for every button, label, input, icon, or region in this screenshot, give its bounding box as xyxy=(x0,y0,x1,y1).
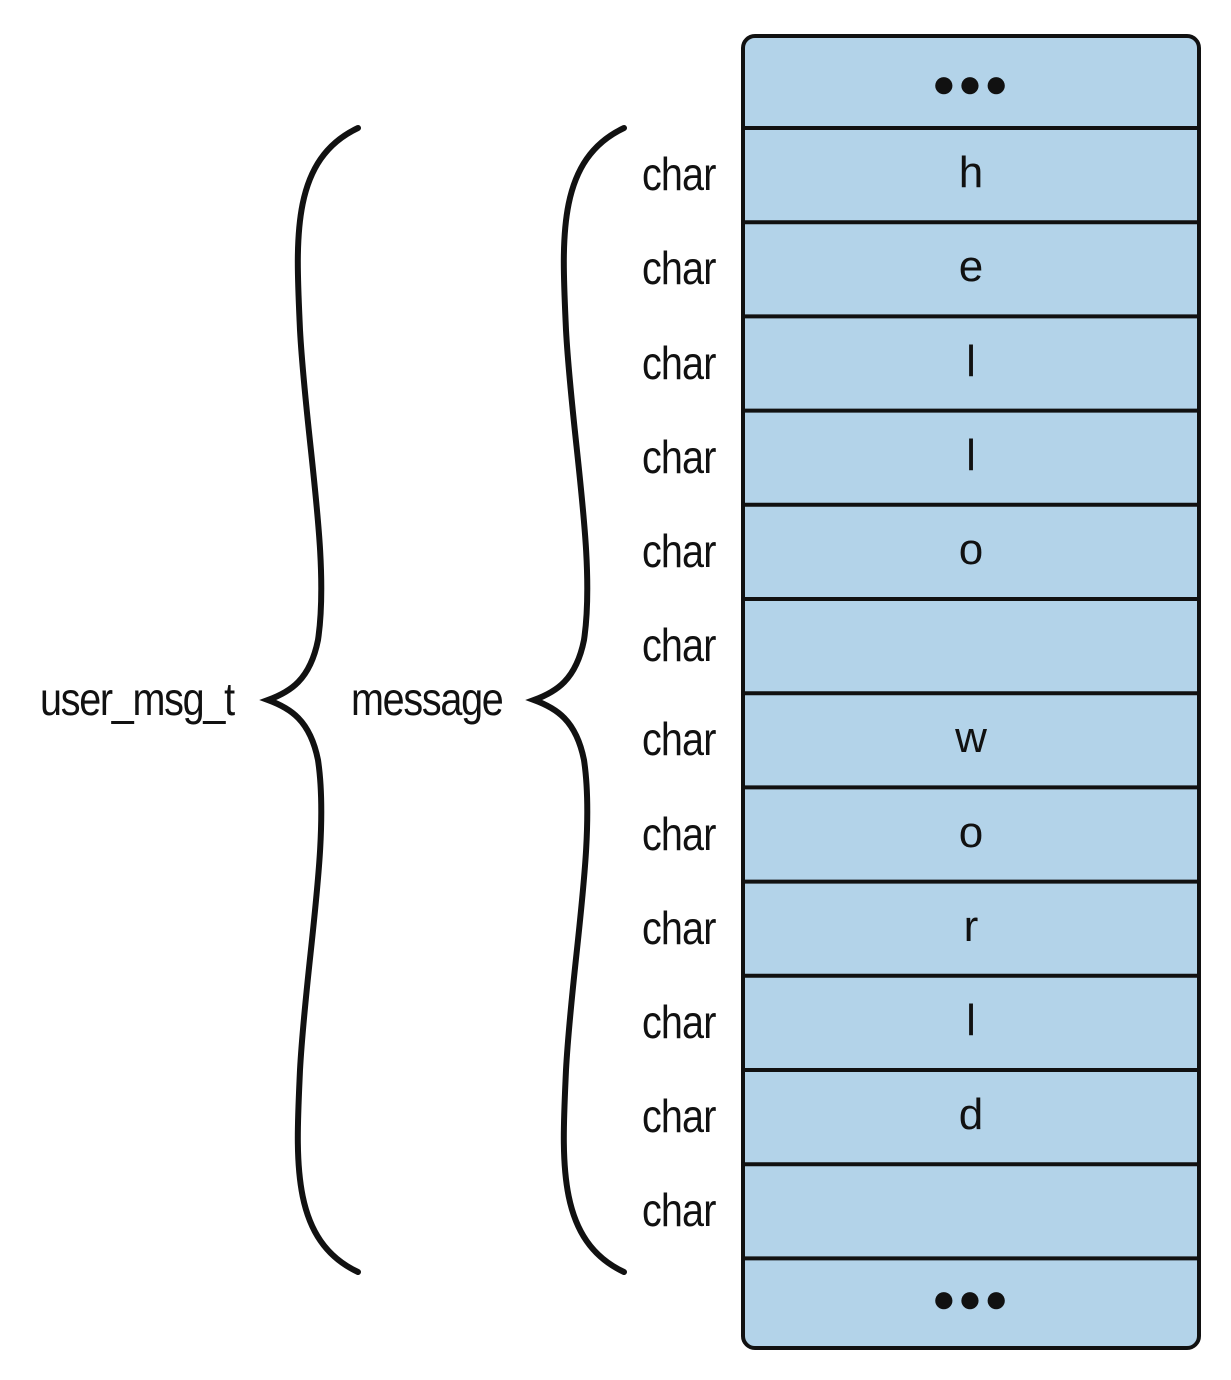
inner-curly-brace xyxy=(525,125,627,1275)
cell-type-label: char xyxy=(642,148,716,201)
bottom-ellipsis: ●●● xyxy=(931,1277,1011,1321)
user-msg-t-label: user_msg_t xyxy=(40,673,235,725)
cell-type-label: char xyxy=(642,336,716,389)
cell-type-label: char xyxy=(642,901,716,954)
row-dividers xyxy=(743,126,1199,1261)
cell-char-value: e xyxy=(958,242,984,292)
cell-type-label: char xyxy=(642,1090,716,1143)
cell-type-label: char xyxy=(642,995,716,1048)
cell-char-value: l xyxy=(966,430,976,480)
cell-type-label: char xyxy=(642,1184,716,1237)
cell-type-label: char xyxy=(642,713,716,766)
cell-type-label: char xyxy=(642,619,716,672)
cell-char-value: h xyxy=(958,148,984,198)
outer-curly-brace xyxy=(259,125,361,1275)
cell-char-value: l xyxy=(966,336,976,386)
cell-char-value: o xyxy=(958,524,984,574)
cell-char-value: r xyxy=(963,901,979,951)
cell-char-value: w xyxy=(955,713,987,763)
top-ellipsis: ●●● xyxy=(931,62,1011,106)
cell-type-label: char xyxy=(642,807,716,860)
cell-char-value: o xyxy=(958,807,984,857)
cell-char-value: d xyxy=(958,1090,984,1140)
message-label: message xyxy=(351,673,504,725)
cell-char-value: l xyxy=(966,995,976,1045)
cell-type-label: char xyxy=(642,430,716,483)
cell-type-label: char xyxy=(642,524,716,577)
cell-type-label: char xyxy=(642,242,716,295)
